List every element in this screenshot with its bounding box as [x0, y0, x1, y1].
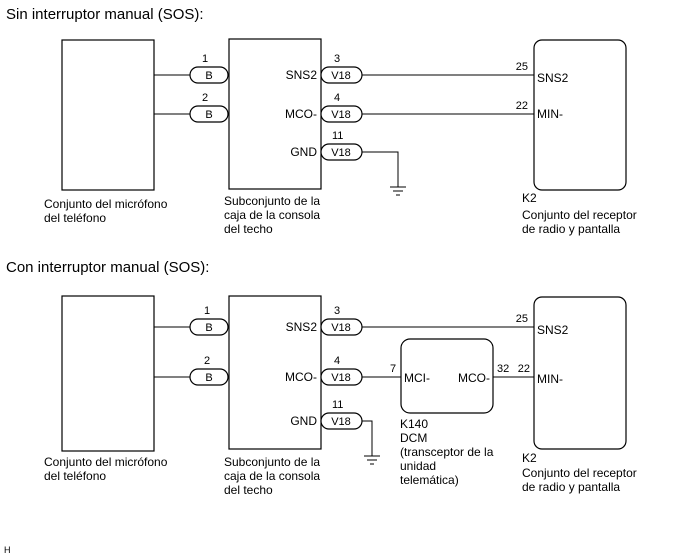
s2-roof-console-label-1: Subconjunto de la: [224, 455, 320, 469]
s2-roof-console-label-3: del techo: [224, 483, 273, 497]
s2-connector-v18-4: [320, 368, 363, 386]
s2-pin-7-number: 7: [390, 363, 396, 375]
s1-roof-console-label-2: caja de la consola: [224, 208, 320, 222]
s2-radio-label-1: K2: [522, 451, 537, 465]
s2-pin-32-number: 32: [497, 363, 509, 375]
s2-dcm-label-3: (transceptor de la: [400, 445, 494, 459]
s2-signal-gnd: GND: [290, 414, 317, 428]
s1-phone-mic-box: [61, 39, 155, 191]
s1-roof-console-box: [228, 38, 322, 190]
s1-pin-22-number: 22: [516, 100, 528, 112]
s1-phone-mic-label-1: Conjunto del micrófono: [44, 197, 168, 211]
section-2-title: Con interruptor manual (SOS):: [6, 259, 209, 276]
s2-phone-mic-label-2: del teléfono: [44, 469, 106, 483]
s2-right-signal-min: MIN-: [537, 372, 563, 386]
s2-connector-b-2-label: B: [205, 372, 212, 384]
s1-signal-mco: MCO-: [285, 107, 317, 121]
s1-connector-b-2: [189, 105, 229, 123]
s2-connector-v18-11-label: V18: [331, 416, 351, 428]
s1-connector-v18-3-label: V18: [331, 70, 351, 82]
s2-dcm-label-5: telemática): [400, 473, 459, 487]
s1-signal-sns2: SNS2: [286, 68, 318, 82]
s1-connector-b-1-label: B: [205, 70, 212, 82]
s2-phone-mic-label-1: Conjunto del micrófono: [44, 455, 168, 469]
s1-radio-label-2: Conjunto del receptor: [522, 208, 637, 222]
s1-pin-3-number: 3: [334, 53, 340, 65]
s2-connector-v18-11: [320, 412, 363, 430]
s2-roof-console-box: [228, 295, 322, 450]
s1-roof-console-label-1: Subconjunto de la: [224, 194, 320, 208]
s1-pin-1-number: 1: [202, 53, 208, 65]
s2-dcm-signal-mci: MCI-: [404, 371, 430, 385]
s1-connector-v18-11-label: V18: [331, 147, 351, 159]
s2-pin-25-number: 25: [516, 313, 528, 325]
s1-radio-label-1: K2: [522, 191, 537, 205]
s2-dcm-signal-mco: MCO-: [458, 371, 490, 385]
s2-dcm-label-4: unidad: [400, 459, 436, 473]
s2-phone-mic-box: [61, 295, 155, 452]
s1-connector-v18-4-label: V18: [331, 109, 351, 121]
s1-signal-gnd: GND: [290, 145, 317, 159]
s1-connector-v18-4: [320, 105, 363, 123]
s2-pin-1-number: 1: [204, 305, 210, 317]
s2-wire-gnd: [362, 420, 373, 456]
s1-connector-v18-3: [320, 66, 363, 84]
s1-radio-receiver-box: [533, 39, 627, 191]
s1-roof-console-label-3: del techo: [224, 222, 273, 236]
s2-roof-console-label-2: caja de la consola: [224, 469, 320, 483]
figure-code: H: [4, 545, 11, 555]
s1-right-signal-sns2: SNS2: [537, 71, 569, 85]
s1-phone-mic-label-2: del teléfono: [44, 211, 106, 225]
s2-dcm-box: [400, 338, 494, 414]
s1-right-signal-min: MIN-: [537, 107, 563, 121]
s1-pin-2-number: 2: [202, 92, 208, 104]
s2-pin-3-number: 3: [334, 305, 340, 317]
section-1-title: Sin interruptor manual (SOS):: [6, 6, 204, 23]
s2-signal-sns2: SNS2: [286, 320, 318, 334]
s2-pin-11-number: 11: [332, 399, 343, 411]
s1-connector-v18-11: [320, 143, 363, 161]
s2-connector-v18-4-label: V18: [331, 372, 351, 384]
s2-connector-b-1: [189, 318, 229, 336]
s1-pin-11-number: 11: [332, 130, 343, 142]
s1-ground-symbol: [390, 186, 406, 196]
s2-dcm-label-1: K140: [400, 417, 428, 431]
s1-connector-b-2-label: B: [205, 109, 212, 121]
s2-signal-mco: MCO-: [285, 370, 317, 384]
s1-wire-gnd: [362, 151, 399, 187]
s2-right-signal-sns2: SNS2: [537, 323, 569, 337]
s2-pin-22-number: 22: [518, 363, 530, 375]
s2-connector-v18-3-label: V18: [331, 322, 351, 334]
s2-radio-label-2: Conjunto del receptor: [522, 466, 637, 480]
s1-radio-label-3: de radio y pantalla: [522, 222, 620, 236]
s2-ground-symbol: [364, 455, 380, 465]
s1-pin-25-number: 25: [516, 61, 528, 73]
s2-connector-b-2: [189, 368, 229, 386]
s2-pin-2-number: 2: [204, 355, 210, 367]
s2-radio-label-3: de radio y pantalla: [522, 480, 620, 494]
s2-connector-v18-3: [320, 318, 363, 336]
s1-connector-b-1: [189, 66, 229, 84]
s2-pin-4-number: 4: [334, 355, 340, 367]
s1-pin-4-number: 4: [334, 92, 340, 104]
s2-dcm-label-2: DCM: [400, 431, 427, 445]
s2-connector-b-1-label: B: [205, 322, 212, 334]
s2-radio-receiver-box: [533, 296, 627, 450]
